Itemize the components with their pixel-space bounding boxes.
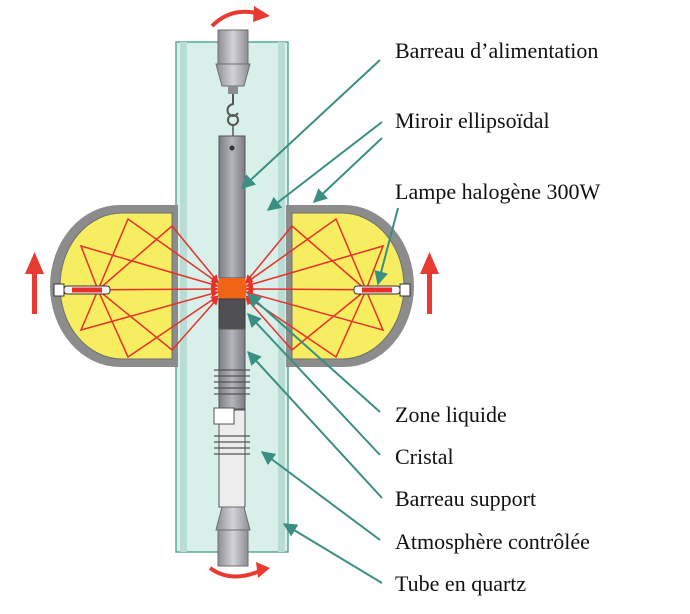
leader-mirror-shell [312, 137, 383, 203]
left-light-rays [63, 217, 219, 359]
liquid-zone [217, 278, 247, 299]
label-crystal: Cristal [395, 444, 454, 469]
right-up-arrow-icon [420, 252, 439, 314]
support-rod [213, 328, 250, 508]
label-feed-rod: Barreau d’alimentation [395, 38, 599, 63]
leader-ellipsoidal-mirror [266, 121, 383, 211]
bottom-rotation-arrow-icon [208, 562, 270, 579]
crystal [218, 298, 246, 330]
leader-liquid-zone [246, 293, 381, 413]
label-ellipsoidal-mirror: Miroir ellipsoïdal [395, 108, 550, 133]
left-up-arrow-icon [25, 252, 44, 314]
label-quartz-tube: Tube en quartz [395, 571, 527, 596]
label-controlled-atmosphere: Atmosphère contrôlée [395, 529, 590, 554]
label-liquid-zone: Zone liquide [395, 402, 507, 427]
feed-rod [218, 135, 246, 279]
right-halogen-lamp-icon [353, 283, 411, 297]
leader-controlled-atmosphere [260, 451, 381, 541]
bottom-rod-holder [215, 506, 251, 567]
leader-halogen-lamp [374, 207, 399, 286]
leader-lines [240, 59, 399, 584]
leader-support-rod [247, 350, 383, 499]
leader-quartz-tube [282, 523, 383, 584]
top-rotation-arrow-icon [210, 6, 270, 28]
leader-feed-rod [240, 59, 381, 189]
leader-crystal [247, 312, 381, 456]
label-halogen-lamp: Lampe halogène 300W [395, 179, 601, 204]
left-halogen-lamp-icon [53, 283, 111, 297]
label-support-rod: Barreau support [395, 486, 537, 511]
top-rod-holder [215, 29, 251, 117]
